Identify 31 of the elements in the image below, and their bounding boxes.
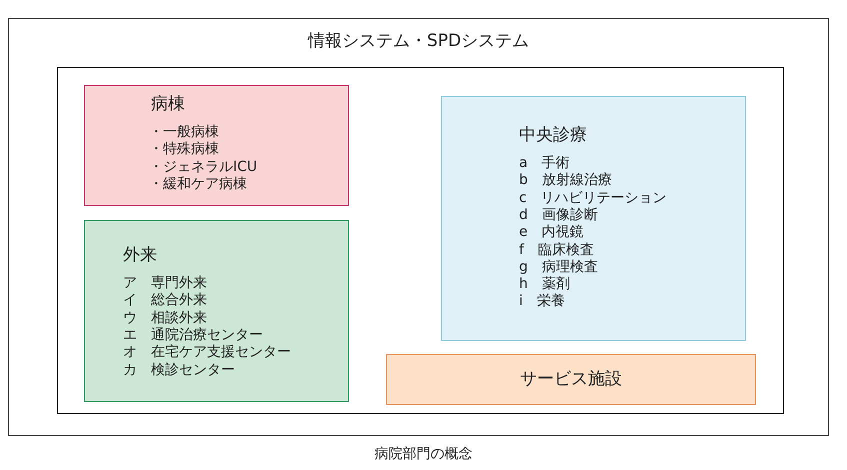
list-item: オ 在宅ケア支援センター (123, 344, 291, 362)
list-item: ウ 相談外来 (123, 310, 207, 327)
caption: 病院部門の概念 (374, 446, 474, 463)
box-heading: サービス施設 (519, 371, 623, 388)
department-frame (57, 67, 784, 414)
frame-title: 情報システム・SPDシステム (306, 33, 530, 50)
list-item: i 栄養 (519, 293, 565, 310)
list-item: c リハビリテーション (519, 190, 667, 207)
ward-box (84, 85, 349, 206)
list-item: a 手術 (519, 155, 570, 172)
list-item: b 放射線治療 (519, 172, 612, 190)
list-item: ・緩和ケア病棟 (149, 176, 247, 193)
list-item: d 画像診断 (519, 206, 598, 224)
list-item: ・一般病棟 (149, 124, 219, 141)
box-heading: 病棟 (151, 96, 185, 113)
list-item: ・ジェネラルICU (149, 158, 258, 176)
list-item: ・特殊病棟 (149, 141, 219, 158)
system-frame (8, 18, 829, 436)
list-item: カ 検診センター (123, 362, 235, 378)
clinical-box (441, 96, 746, 341)
list-item: イ 総合外来 (123, 292, 207, 310)
box-heading: 外来 (123, 247, 157, 264)
list-item: エ 通院治療センター (123, 326, 263, 344)
list-item: ア 専門外来 (123, 275, 207, 292)
box-heading: 中央診療 (519, 127, 587, 144)
list-item: f 臨床検査 (519, 242, 594, 258)
list-item: e 内視鏡 (519, 224, 584, 242)
list-item: g 病理検査 (519, 258, 598, 276)
outpatient-box (84, 220, 349, 402)
service-box (386, 354, 756, 405)
list-item: h 薬剤 (519, 276, 570, 293)
